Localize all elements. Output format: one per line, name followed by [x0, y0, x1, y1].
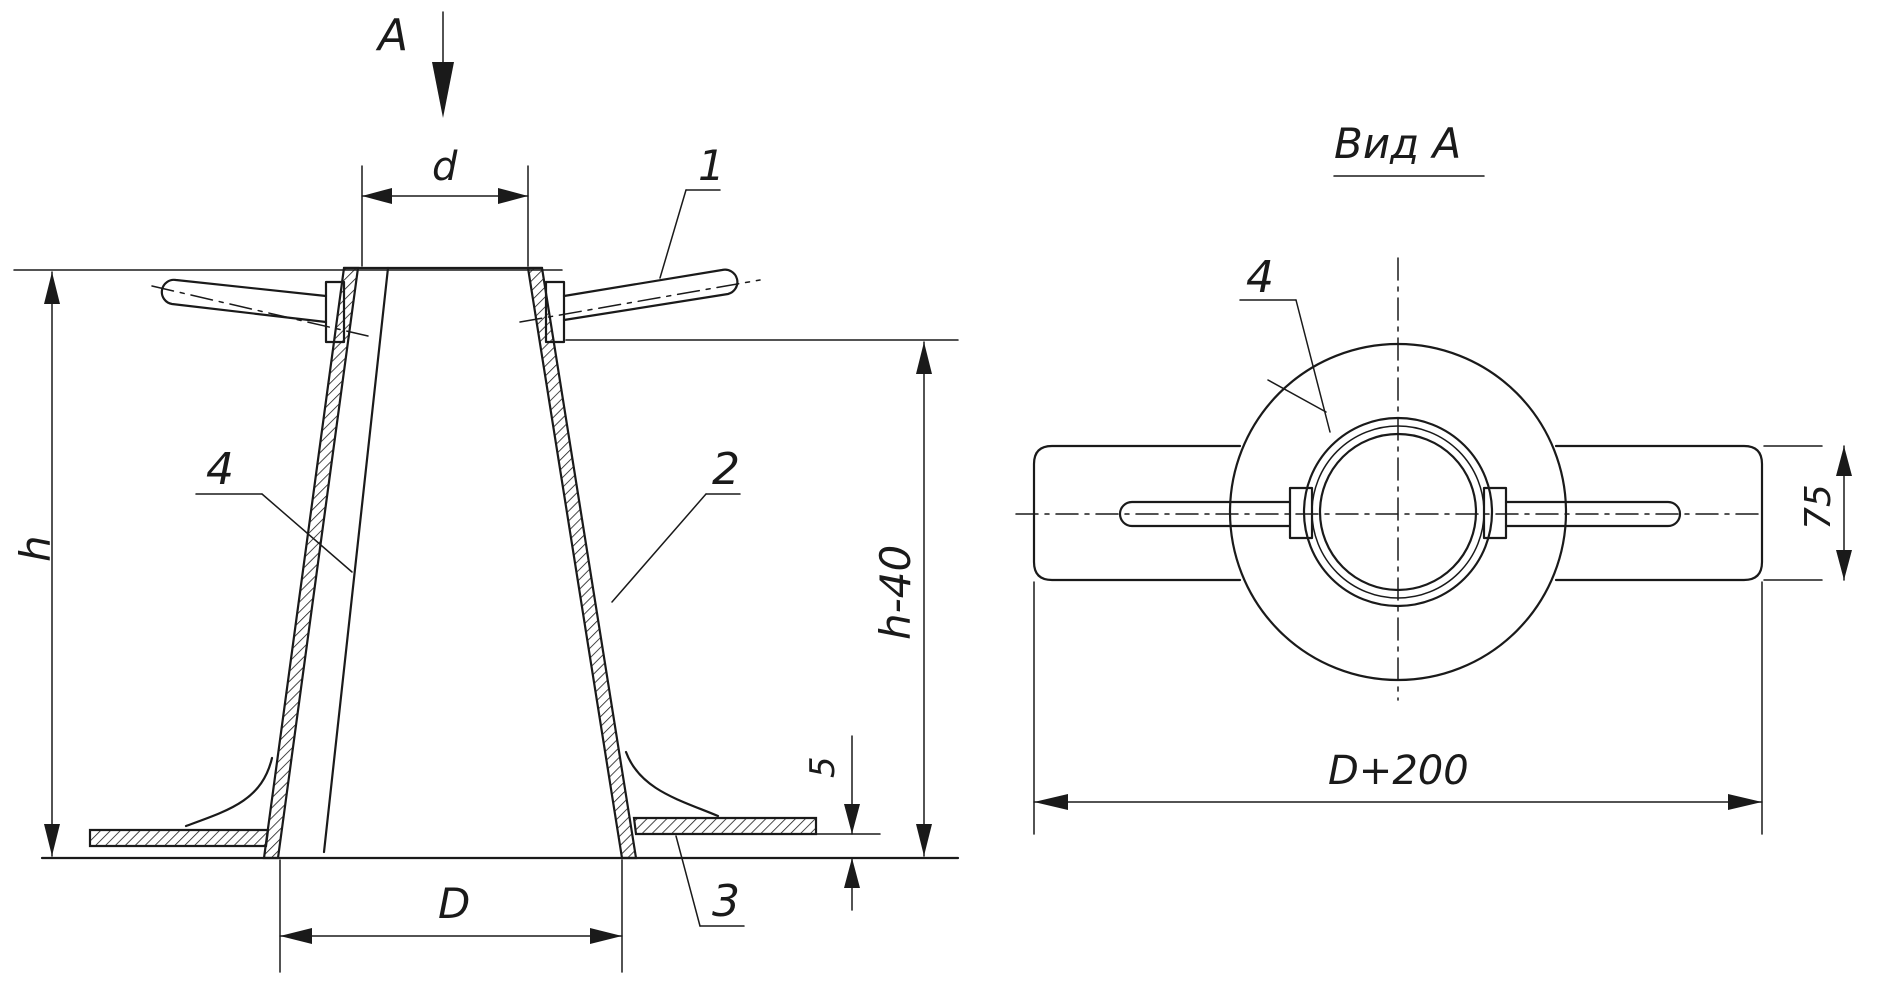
base-plate-right [632, 816, 818, 836]
handle-right [519, 268, 761, 344]
base-plate-left [88, 828, 270, 848]
dim-h-minus [916, 341, 932, 857]
callout-4-leader [195, 493, 353, 573]
callout-1-label: 1 [698, 141, 725, 190]
cone-wall-left [262, 266, 360, 860]
dim-h [44, 271, 60, 857]
lug-right [1554, 444, 1764, 582]
gusset-left [184, 756, 274, 828]
dim-d [361, 165, 529, 267]
callout-2-label: 2 [712, 444, 740, 495]
dim-plate-offset-label: 5 [803, 756, 843, 778]
view-a-handle-right [1482, 486, 1682, 540]
cone-wall-right [526, 266, 638, 860]
callout-2-leader [611, 493, 741, 603]
view-a: Вид А 4 [1015, 119, 1852, 835]
view-direction-arrow [432, 11, 454, 118]
gusset-right [624, 750, 720, 818]
dim-handle-width-label: 75 [1798, 484, 1839, 530]
dim-D [279, 859, 623, 973]
dim-overall-width [1033, 581, 1763, 835]
dim-handle-width [1763, 445, 1852, 581]
callout-1-leader [659, 189, 721, 279]
handle-left [151, 278, 369, 344]
dim-d-label: d [432, 144, 458, 190]
callout-3-label: 3 [712, 876, 740, 927]
callout-3-leader [675, 835, 745, 927]
view-marker-label: A [375, 10, 408, 61]
callout-4-label: 4 [206, 444, 234, 495]
dim-D-label: D [438, 879, 470, 928]
dim-overall-width-label: D+200 [1328, 748, 1469, 794]
view-a-handle-left [1118, 486, 1314, 540]
inner-liner-line [322, 266, 390, 854]
section-view: A [11, 10, 960, 973]
view-a-callout-label: 4 [1246, 252, 1274, 303]
lug-left [1032, 444, 1242, 582]
view-a-callout-leader [1239, 299, 1331, 433]
dim-h-minus-label: h-40 [871, 545, 920, 640]
dim-plate-offset [815, 735, 881, 911]
dim-h-label: h [11, 535, 60, 562]
view-a-title: Вид А [1334, 119, 1461, 168]
